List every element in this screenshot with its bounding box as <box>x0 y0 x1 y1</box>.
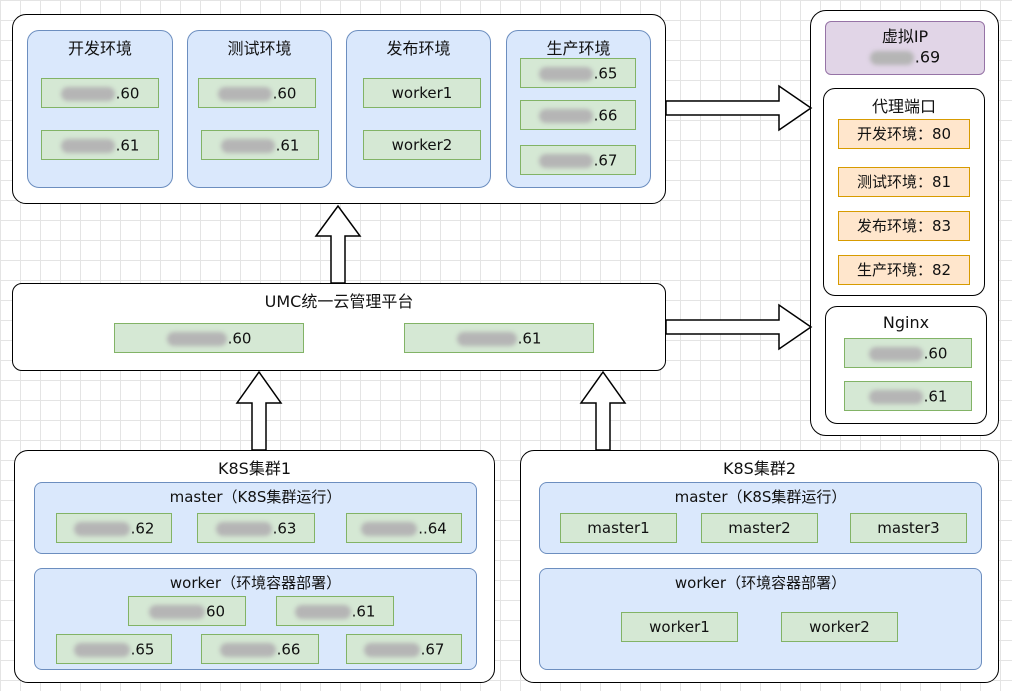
k8s2-master-node-2: master2 <box>701 513 818 543</box>
env-test-group: 测试环境 <box>187 30 332 188</box>
env-test-title: 测试环境 <box>227 39 292 58</box>
k8s1-worker-title: worker（环境容器部署） <box>169 574 342 592</box>
k8s-cluster-1-title: K8S集群1 <box>217 459 291 478</box>
arrow-umc-to-gateway <box>665 303 813 351</box>
k8s1-worker-node-4: .66 <box>201 634 319 664</box>
k8s2-master-node-3: master3 <box>850 513 967 543</box>
env-pub-title: 发布环境 <box>386 39 451 58</box>
env-dev-node-2: .61 <box>41 130 159 160</box>
proxy-port-test: 测试环境：81 <box>838 167 970 197</box>
env-pub-node-2: worker2 <box>363 130 481 160</box>
k8s2-worker-node-2: worker2 <box>781 612 898 642</box>
env-dev-node-1: .60 <box>41 78 159 108</box>
k8s1-worker-node-2: .61 <box>276 596 394 626</box>
k8s2-master-title: master（K8S集群运行） <box>674 488 847 506</box>
proxy-port-prod: 生产环境：82 <box>838 255 970 285</box>
k8s2-worker-group: worker（环境容器部署） <box>539 568 982 670</box>
env-prod-node-3: .67 <box>520 145 636 175</box>
k8s2-worker-title: worker（环境容器部署） <box>674 574 847 592</box>
env-pub-group: 发布环境 <box>346 30 491 188</box>
arrow-k8s2-to-umc <box>579 370 627 451</box>
env-prod-title: 生产环境 <box>546 39 611 58</box>
k8s1-master-node-3: ..64 <box>346 513 462 543</box>
env-prod-node-2: .66 <box>520 100 636 130</box>
env-dev-group: 开发环境 <box>27 30 173 188</box>
env-pub-node-1: worker1 <box>363 78 481 108</box>
k8s1-master-node-1: .62 <box>56 513 172 543</box>
proxy-ports-title: 代理端口 <box>871 97 936 116</box>
virtual-ip-title: 虚拟IP <box>881 27 929 46</box>
k8s1-master-title: master（K8S集群运行） <box>169 488 342 506</box>
env-dev-title: 开发环境 <box>67 39 132 58</box>
env-prod-node-1: .65 <box>520 58 636 88</box>
virtual-ip-value: .69 <box>914 47 941 67</box>
nginx-node-2: .61 <box>844 381 972 411</box>
k8s2-master-node-1: master1 <box>560 513 677 543</box>
k8s1-worker-node-3: .65 <box>56 634 172 664</box>
k8s2-worker-node-1: worker1 <box>621 612 738 642</box>
env-test-node-2: .61 <box>201 130 319 160</box>
arrow-envs-to-gateway <box>665 84 813 132</box>
k8s1-worker-node-5: .67 <box>346 634 462 664</box>
k8s1-master-node-2: .63 <box>197 513 315 543</box>
proxy-port-pub: 发布环境：83 <box>838 211 970 241</box>
proxy-port-dev: 开发环境：80 <box>838 119 970 149</box>
virtual-ip: 虚拟IP .69 <box>825 21 985 75</box>
umc-node-2: .61 <box>404 323 594 353</box>
nginx-node-1: .60 <box>844 338 972 368</box>
k8s-cluster-2-title: K8S集群2 <box>722 459 796 478</box>
arrow-umc-to-envs <box>314 204 362 284</box>
k8s1-worker-node-1: 60 <box>128 596 246 626</box>
umc-title: UMC统一云管理平台 <box>264 292 414 311</box>
nginx-title: Nginx <box>882 313 930 332</box>
arrow-k8s1-to-umc <box>235 370 283 451</box>
env-test-node-1: .60 <box>198 78 316 108</box>
umc-node-1: .60 <box>114 323 304 353</box>
